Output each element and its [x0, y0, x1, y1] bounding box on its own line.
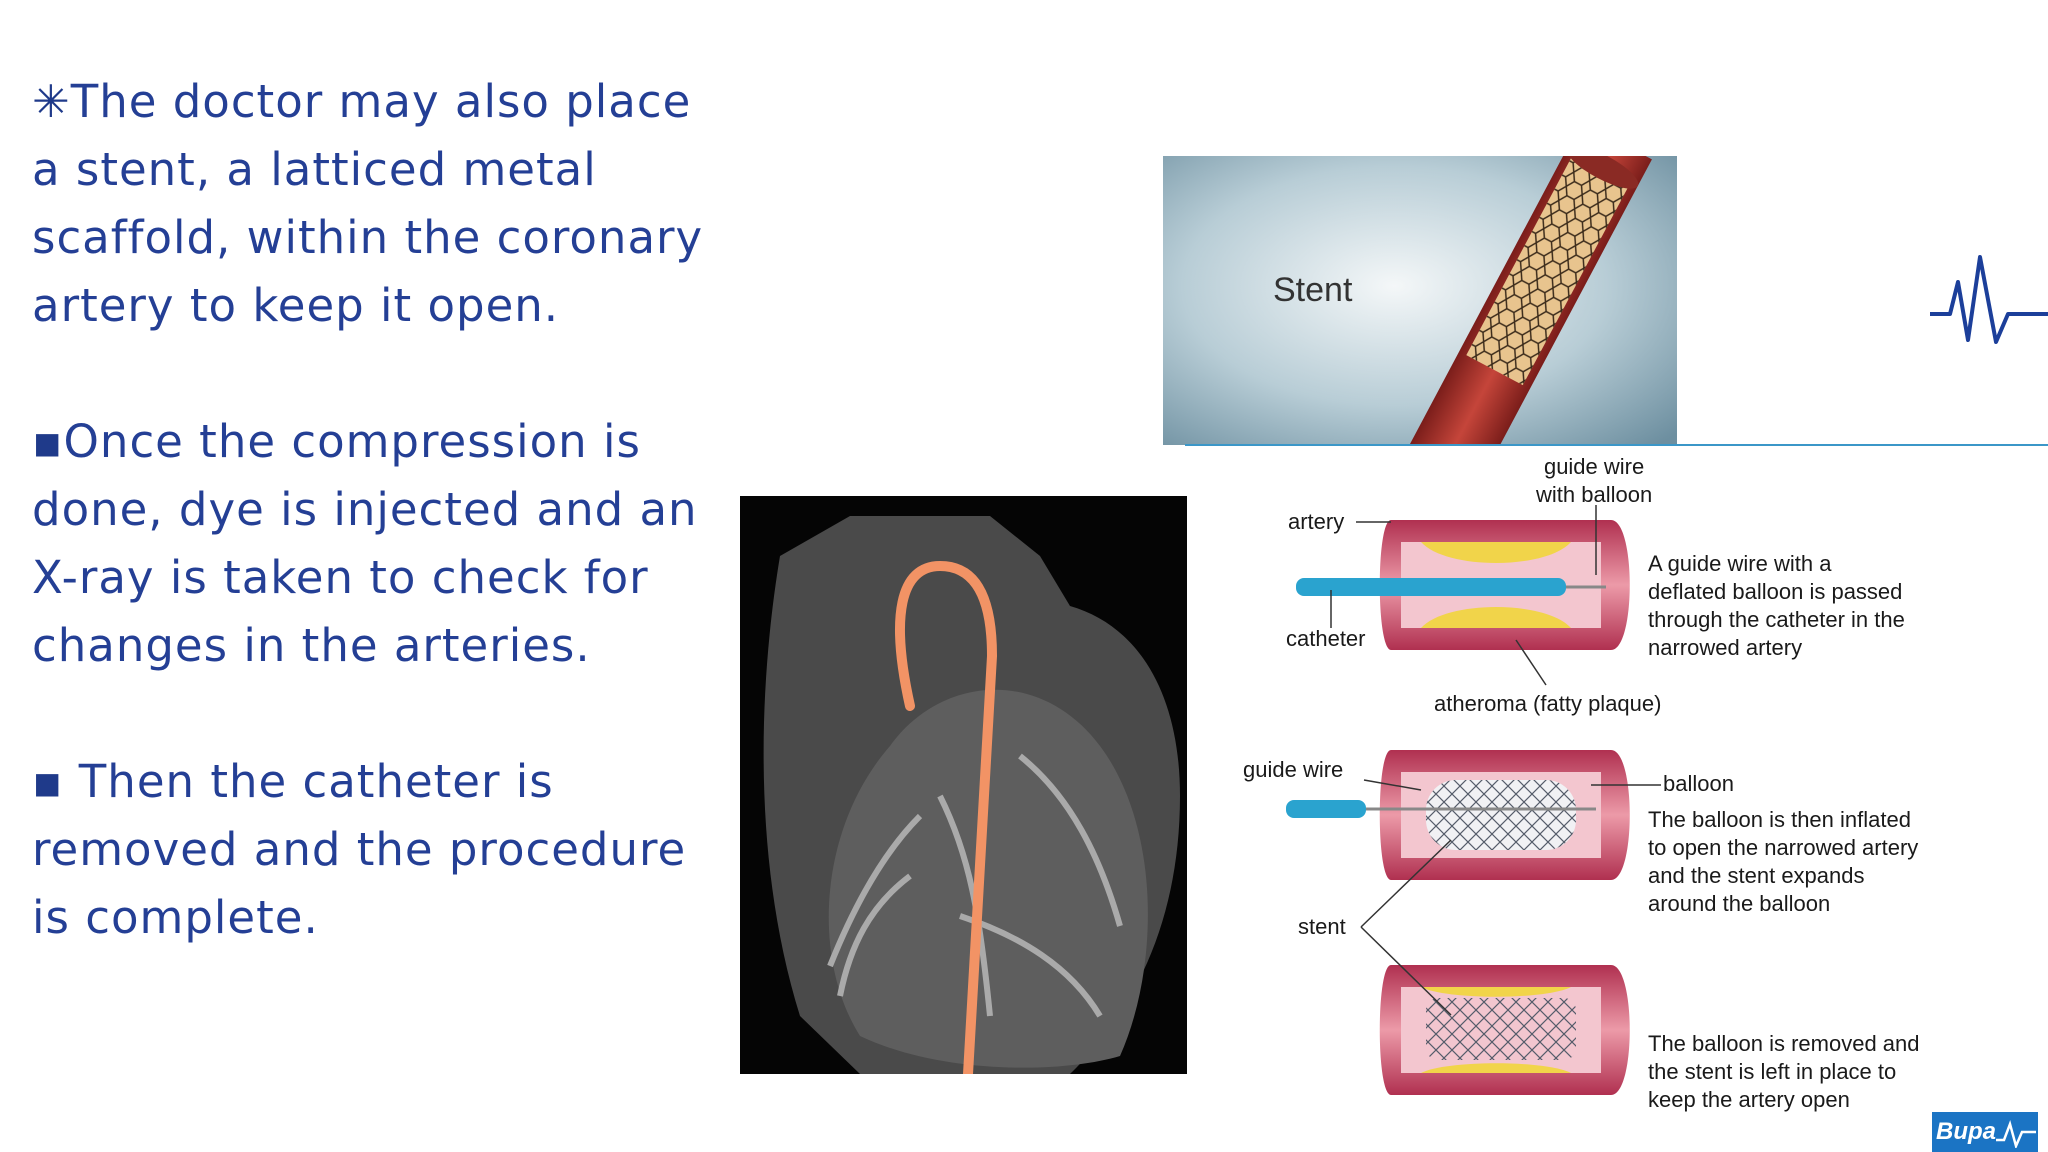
- step-1-caption: A guide wire with a deflated balloon is …: [1648, 551, 1905, 660]
- paragraph-dye: ▪Once the compression is done, dye is in…: [32, 408, 732, 680]
- stent-diagram-label: stent: [1298, 914, 1346, 939]
- bupa-logo: Bupa: [1932, 1112, 2038, 1152]
- paragraph-dye-text: Once the compression is done, dye is inj…: [32, 415, 698, 672]
- step-2-caption: The balloon is then inflated to open the…: [1648, 807, 1919, 916]
- heartbeat-icon: [1930, 255, 2048, 344]
- stent-label: Stent: [1273, 271, 1353, 309]
- artery-step-1: [1296, 520, 1630, 650]
- angiogram-image: [740, 496, 1187, 1079]
- artery-step-3: [1379, 965, 1630, 1095]
- paragraph-removal: ▪ Then the catheter is removed and the p…: [32, 748, 732, 952]
- guide-wire-label: guide wire: [1243, 757, 1344, 782]
- bupa-logo-text: Bupa: [1936, 1118, 1996, 1145]
- catheter-label: catheter: [1286, 626, 1366, 651]
- balloon-label: balloon: [1663, 771, 1734, 796]
- step-3-caption: The balloon is removed and the stent is …: [1648, 1031, 1920, 1112]
- asterisk-icon: ✳: [32, 75, 71, 128]
- guide-wire-balloon-label: guide wire with balloon: [1536, 454, 1653, 507]
- atheroma-label: atheroma (fatty plaque): [1434, 691, 1662, 716]
- square-bullet-icon: ▪: [32, 415, 64, 468]
- stent-procedure-diagram: guide wire with balloon artery catheter …: [1236, 450, 2048, 1152]
- paragraph-stent: ✳The doctor may also place a stent, a la…: [32, 68, 732, 340]
- paragraph-stent-text: The doctor may also place a stent, a lat…: [32, 75, 704, 332]
- bullet-list: ✳The doctor may also place a stent, a la…: [32, 68, 732, 1020]
- logo-wave-icon: [1996, 1119, 2036, 1148]
- square-bullet-icon: ▪: [32, 755, 64, 808]
- stent-image: Stent: [1163, 156, 1677, 445]
- paragraph-removal-text: Then the catheter is removed and the pro…: [32, 755, 687, 944]
- divider-line: [1185, 444, 2048, 446]
- artery-label: artery: [1288, 509, 1345, 534]
